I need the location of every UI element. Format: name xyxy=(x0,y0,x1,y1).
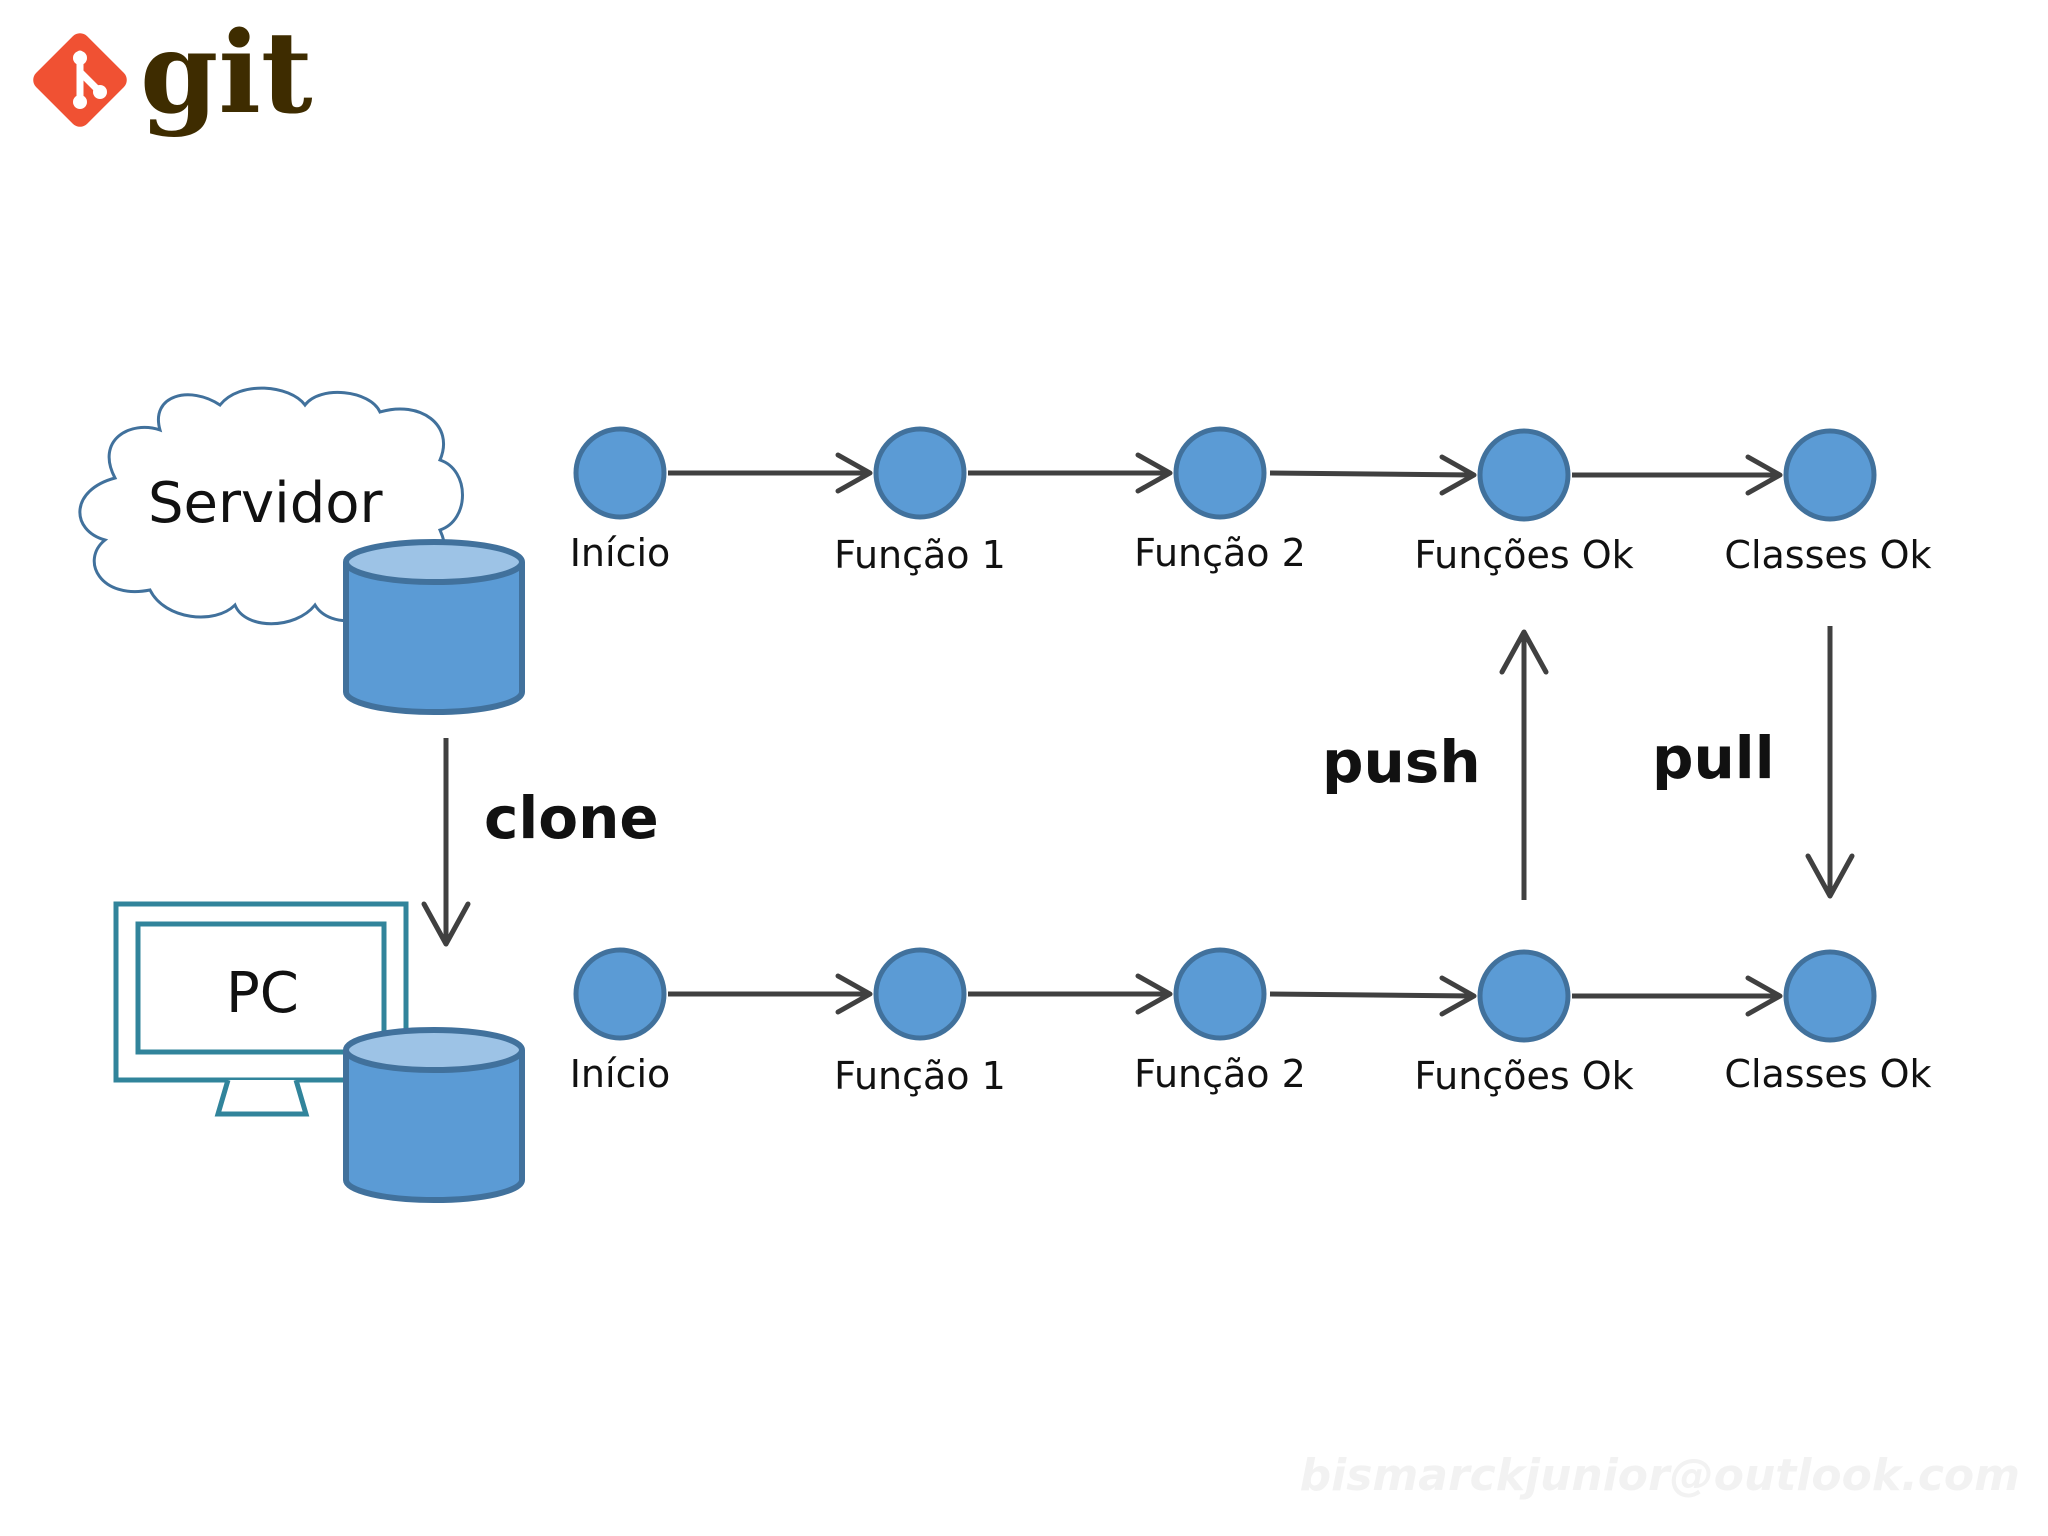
git-logo: git xyxy=(33,8,313,139)
server-commit-label: Funções Ok xyxy=(1414,533,1633,577)
pc-branch: Início Função 1 Função 2 Funções Ok Clas… xyxy=(570,947,1932,1098)
monitor-icon xyxy=(113,901,409,1117)
pull-arrow xyxy=(1805,626,1855,899)
pc-commit-node xyxy=(573,947,667,1041)
server-commit-node xyxy=(1477,428,1571,522)
server-branch: Início Função 1 Função 2 Funções Ok Clas… xyxy=(570,426,1932,577)
pc-edge-3 xyxy=(1269,975,1477,1017)
pc-commit-node xyxy=(1173,947,1267,1041)
server-commit-label: Classes Ok xyxy=(1724,533,1931,577)
server-commit-label: Função 2 xyxy=(1134,531,1306,575)
server-commit-label: Início xyxy=(570,531,671,575)
pc-commit-label: Início xyxy=(570,1052,671,1096)
pc-commit-node xyxy=(1783,949,1877,1043)
server-repo: Servidor xyxy=(78,386,525,715)
server-commit-label: Função 1 xyxy=(834,533,1006,577)
pc-repo: PC xyxy=(113,901,525,1203)
server-edge-1 xyxy=(668,452,873,494)
pc-edge-1 xyxy=(668,973,873,1015)
git-logo-icon xyxy=(33,33,127,127)
pc-label: PC xyxy=(226,961,299,1026)
server-commit-node xyxy=(1783,428,1877,522)
clone-arrow xyxy=(421,738,471,947)
push-arrow xyxy=(1499,629,1549,900)
server-commit-node xyxy=(1173,426,1267,520)
server-label: Servidor xyxy=(148,471,384,536)
server-edge-2 xyxy=(968,452,1173,494)
pc-commit-node xyxy=(1477,949,1571,1043)
pc-edge-4 xyxy=(1572,975,1783,1017)
server-edge-4 xyxy=(1572,454,1783,496)
server-commit-node xyxy=(573,426,667,520)
server-edge-3 xyxy=(1269,454,1477,496)
pc-database-icon xyxy=(343,1027,525,1203)
pc-commit-label: Função 2 xyxy=(1134,1052,1306,1096)
clone-label: clone xyxy=(484,784,659,852)
pc-edge-2 xyxy=(968,973,1173,1015)
pull-label: pull xyxy=(1652,724,1775,792)
pc-commit-node xyxy=(873,947,967,1041)
pc-commit-label: Função 1 xyxy=(834,1054,1006,1098)
server-commit-node xyxy=(873,426,967,520)
server-database-icon xyxy=(343,539,525,715)
git-logo-text: git xyxy=(140,8,313,139)
push-label: push xyxy=(1322,728,1481,796)
pc-commit-label: Funções Ok xyxy=(1414,1054,1633,1098)
watermark-text: bismarckjunior@outlook.com xyxy=(1300,1450,2020,1501)
pc-commit-label: Classes Ok xyxy=(1724,1052,1931,1096)
